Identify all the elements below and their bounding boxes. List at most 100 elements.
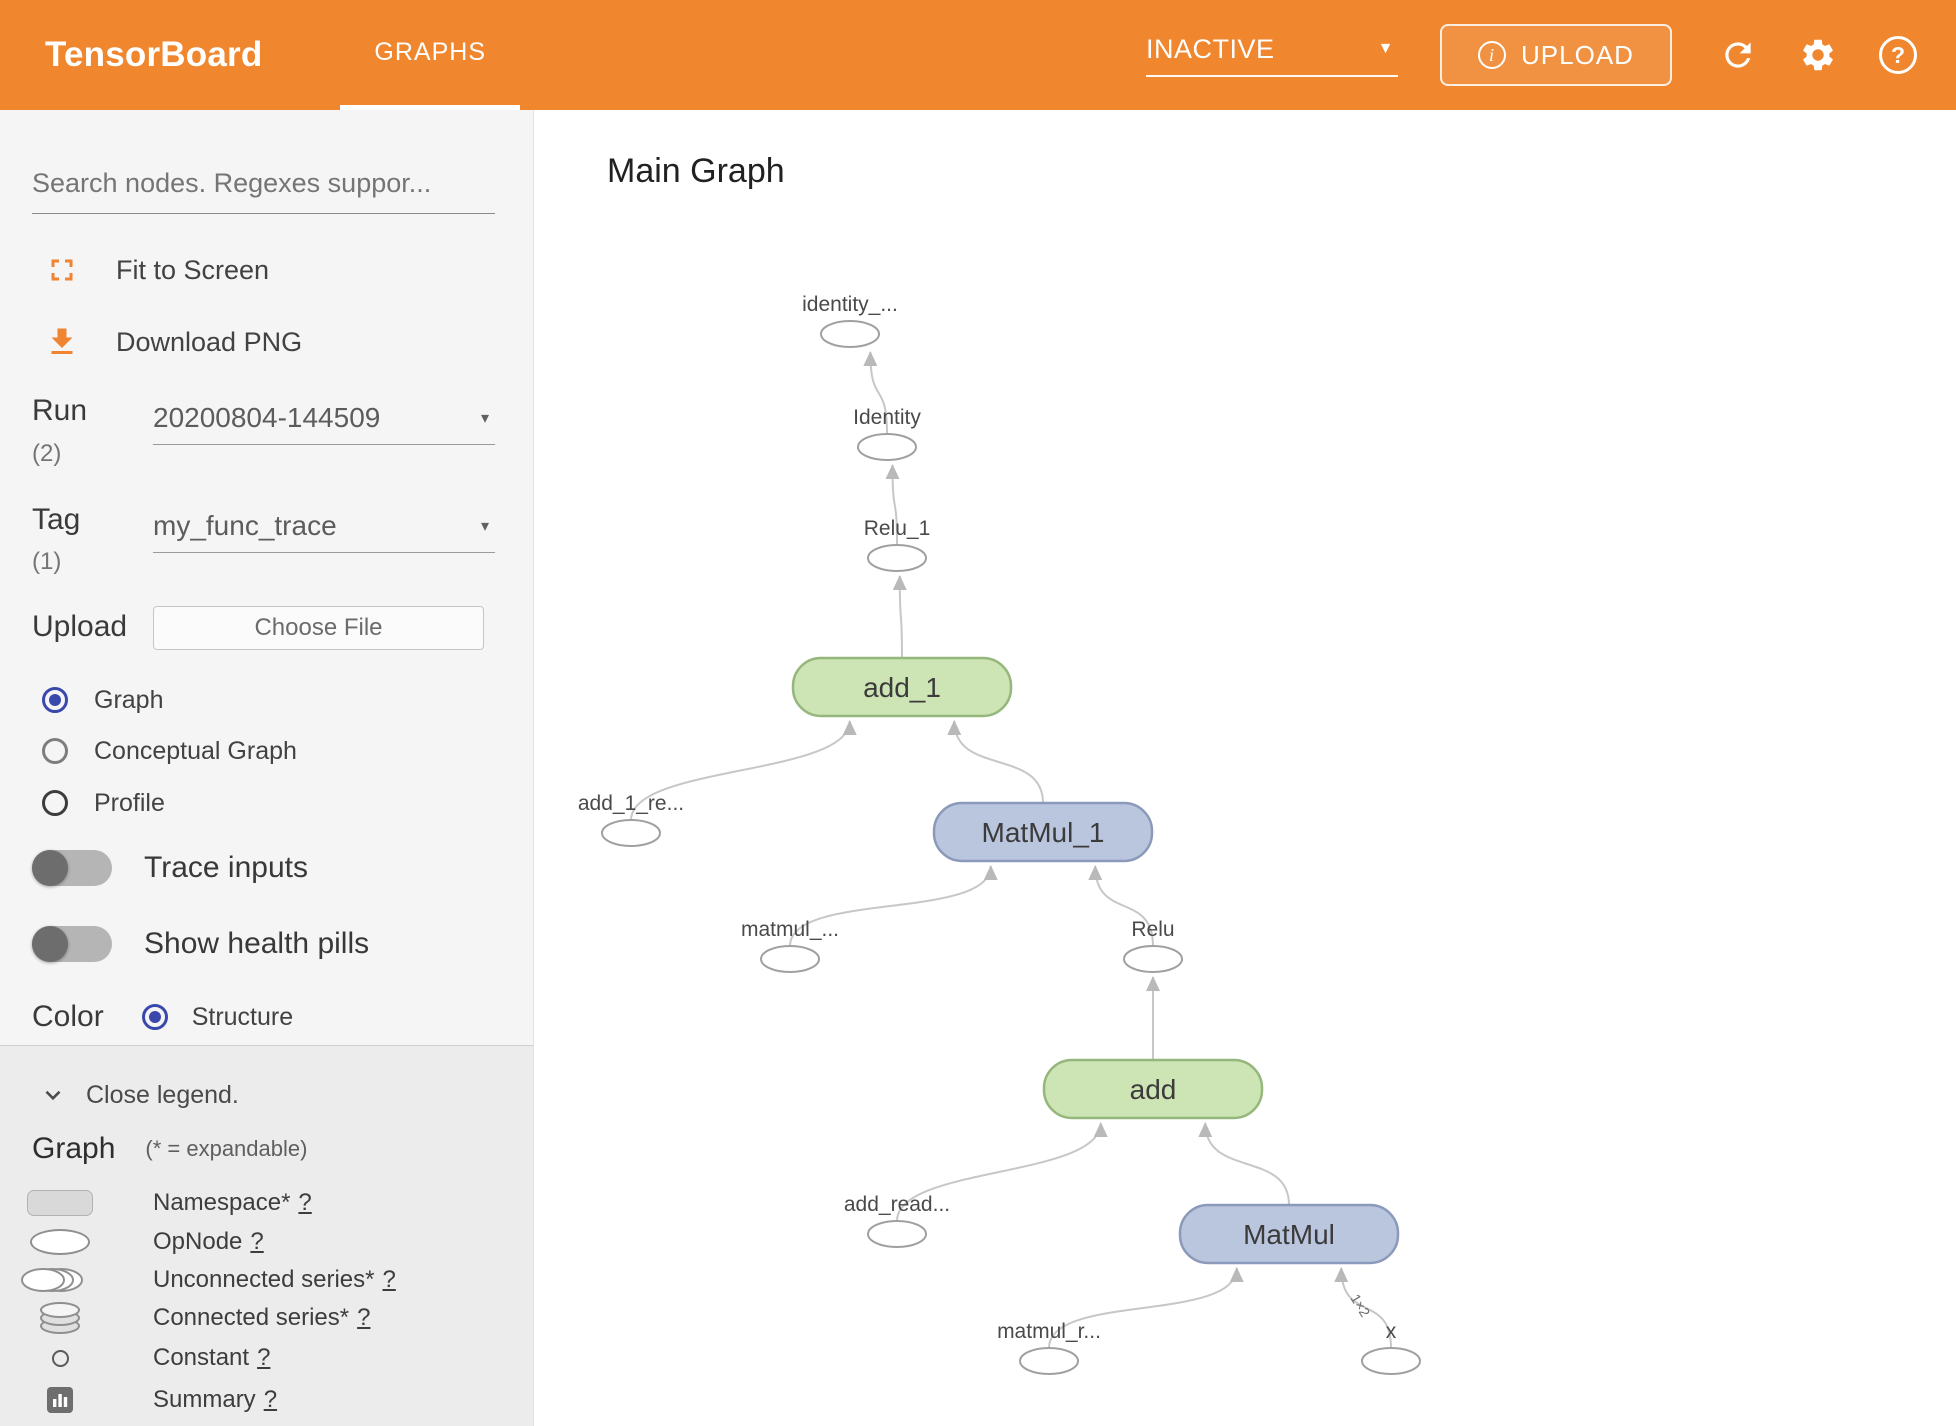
legend-item-connected-series: Connected series* ?	[0, 1299, 533, 1337]
fit-to-screen-icon	[51, 259, 73, 281]
radio-structure-label: Structure	[191, 1002, 294, 1031]
graph-node-add_1[interactable]: add_1	[791, 656, 1013, 718]
radio-profile-label: Profile	[94, 788, 165, 817]
unconnected-series-swatch	[21, 1268, 83, 1292]
toggle-show-health-pills-label: Show health pills	[144, 927, 370, 960]
tab-graphs-label: GRAPHS	[374, 38, 487, 66]
legend-item-namespace: Namespace* ?	[0, 1184, 533, 1222]
help-link[interactable]: ?	[257, 1344, 271, 1371]
graph-node-add_1_re[interactable]: add_1_re...	[578, 792, 684, 847]
run-dropdown[interactable]: 20200804-144509 ▾	[153, 402, 495, 445]
graph-node-add[interactable]: add	[1042, 1058, 1264, 1120]
legend-item-label: Unconnected series*	[153, 1266, 375, 1293]
legend-item-summary: Summary ?	[0, 1381, 533, 1419]
data-status-value: INACTIVE	[1146, 33, 1275, 64]
graph-node-MatMul[interactable]: MatMul	[1178, 1203, 1400, 1265]
graph-node-matmul_r[interactable]: matmul_r...	[997, 1320, 1101, 1375]
graph-node-matmul_[interactable]: matmul_...	[741, 918, 839, 973]
fit-to-screen-button[interactable]: Fit to Screen	[0, 248, 533, 292]
chevron-down-icon: ▾	[480, 410, 489, 427]
svg-text:matmul_r...: matmul_r...	[997, 1320, 1101, 1343]
svg-text:Relu_1: Relu_1	[864, 517, 931, 540]
graph-node-identity_dot[interactable]: identity_...	[802, 293, 898, 348]
close-legend-button[interactable]: Close legend.	[0, 1075, 533, 1115]
graph-edge-Relu_1-Identity	[885, 464, 900, 546]
legend-item-label: Connected series*	[153, 1304, 350, 1331]
svg-text:Relu: Relu	[1131, 918, 1174, 941]
legend-subtitle: (* = expandable)	[145, 1136, 308, 1161]
svg-text:Identity: Identity	[853, 406, 921, 429]
toggle-show-health-pills[interactable]: Show health pills	[0, 921, 533, 967]
radio-conceptual-graph[interactable]: Conceptual Graph	[0, 731, 533, 771]
summary-swatch	[47, 1387, 73, 1413]
graph-node-x[interactable]: x	[1361, 1320, 1421, 1375]
settings-gear-icon[interactable]	[1796, 33, 1840, 77]
run-count: (2)	[32, 440, 62, 467]
app-header: TensorBoard GRAPHS INACTIVE ▼ i UPLOAD ?	[0, 0, 1956, 110]
toggle-icon	[32, 850, 112, 886]
download-png-label: Download PNG	[116, 326, 303, 357]
graph-edge-add_read-add	[896, 1122, 1108, 1222]
legend-item-label: OpNode	[153, 1228, 243, 1255]
chevron-down-icon: ▾	[480, 518, 489, 535]
graph-edge-MatMul_1-add_1	[947, 720, 1044, 804]
color-label: Color	[32, 1000, 104, 1033]
svg-text:add_1: add_1	[863, 672, 941, 703]
help-link[interactable]: ?	[298, 1189, 312, 1216]
opnode-swatch	[30, 1229, 90, 1255]
legend-item-unconnected-series: Unconnected series* ?	[0, 1261, 533, 1299]
radio-profile[interactable]: Profile	[0, 783, 533, 823]
radio-graph[interactable]: Graph	[0, 680, 533, 720]
toggle-icon	[32, 926, 112, 962]
tag-dropdown[interactable]: my_func_trace ▾	[153, 510, 495, 553]
help-link[interactable]: ?	[263, 1386, 278, 1413]
svg-text:MatMul: MatMul	[1243, 1219, 1335, 1250]
tab-graphs[interactable]: GRAPHS	[340, 0, 521, 110]
graph-edge-label: 1×2	[1347, 1291, 1373, 1320]
legend-panel	[0, 1045, 533, 1426]
radio-conceptual-graph-label: Conceptual Graph	[94, 736, 297, 765]
toggle-trace-inputs[interactable]: Trace inputs	[0, 845, 533, 891]
graph-node-add_read[interactable]: add_read...	[844, 1193, 950, 1248]
help-link[interactable]: ?	[357, 1304, 371, 1331]
tag-label: Tag	[32, 503, 81, 536]
legend-item-opnode: OpNode ?	[0, 1223, 533, 1261]
choose-file-button[interactable]: Choose File	[153, 606, 484, 650]
help-link[interactable]: ?	[250, 1228, 264, 1255]
graph-edge-matmul_-MatMul_1	[789, 865, 998, 947]
graph-edge-add_1_re-add_1	[630, 720, 857, 821]
download-png-button[interactable]: Download PNG	[0, 320, 533, 364]
page-title: Main Graph	[607, 152, 785, 190]
radio-icon	[42, 790, 68, 816]
upload-button-label: UPLOAD	[1521, 39, 1634, 70]
sidebar: Fit to Screen Download PNG Run (2) 20200…	[0, 110, 534, 1426]
help-link[interactable]: ?	[382, 1266, 396, 1293]
graph-edge-Relu-MatMul_1	[1088, 865, 1154, 947]
graph-node-MatMul_1[interactable]: MatMul_1	[932, 801, 1154, 863]
legend-item-label: Namespace*	[153, 1189, 291, 1216]
data-status-dropdown[interactable]: INACTIVE ▼	[1146, 34, 1398, 77]
namespace-swatch	[27, 1190, 93, 1216]
upload-button[interactable]: i UPLOAD	[1440, 24, 1672, 86]
graph-edge-x-MatMul	[1334, 1267, 1392, 1349]
help-icon[interactable]: ?	[1876, 33, 1920, 77]
search-input[interactable]	[32, 162, 495, 214]
radio-structure[interactable]	[141, 1004, 168, 1030]
refresh-icon[interactable]	[1716, 33, 1760, 77]
connected-series-swatch	[40, 1302, 80, 1334]
graph-node-Relu[interactable]: Relu	[1123, 918, 1183, 973]
upload-label: Upload	[32, 610, 128, 643]
svg-text:MatMul_1: MatMul_1	[982, 817, 1105, 848]
toggle-trace-inputs-label: Trace inputs	[144, 851, 308, 884]
legend-item-label: Constant	[153, 1344, 250, 1371]
graph-node-Relu_1[interactable]: Relu_1	[864, 517, 931, 572]
svg-text:add_read...: add_read...	[844, 1193, 950, 1216]
run-label: Run	[32, 394, 88, 427]
radio-graph-label: Graph	[94, 685, 164, 714]
graph-edge-add_1-Relu_1	[892, 575, 907, 659]
chevron-down-icon: ▼	[1377, 40, 1394, 57]
graph-node-Identity[interactable]: Identity	[853, 406, 921, 461]
graph-edge-Identity-identity_dot	[863, 351, 888, 435]
graph-edge-MatMul-add	[1198, 1122, 1290, 1206]
